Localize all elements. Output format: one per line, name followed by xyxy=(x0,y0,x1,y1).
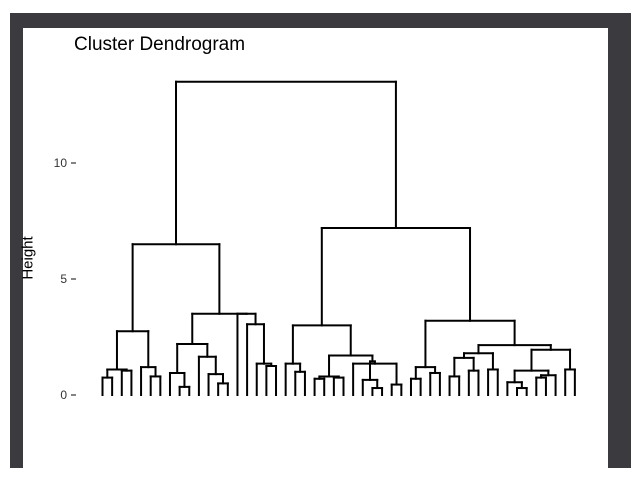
chart-title: Cluster Dendrogram xyxy=(74,34,246,55)
leaf-label: North Carolina xyxy=(137,399,148,462)
y-tick-label: 10 xyxy=(54,156,68,170)
leaf-label: Florida xyxy=(194,399,205,429)
leaf-label: Idaho xyxy=(320,400,331,424)
leaf-label: California xyxy=(262,399,273,440)
leaf-label: West Virginia xyxy=(291,399,302,456)
leaf-label: Virginia xyxy=(397,399,408,431)
y-tick-label: 5 xyxy=(60,272,67,286)
y-tick-label: 0 xyxy=(60,388,67,402)
leaf-label: Iowa xyxy=(378,399,389,420)
leaf-label: New Jersey xyxy=(455,400,466,450)
leaf-label: Connecticut xyxy=(464,400,475,451)
leaf-label: Wisconsin xyxy=(358,400,369,444)
leaf-label: Kentucky xyxy=(426,400,437,440)
leaf-label: New Mexico xyxy=(233,400,244,452)
leaf-label: Oklahoma xyxy=(513,399,524,443)
leaf-label: Vermont xyxy=(310,400,321,436)
leaf-label: Indiana xyxy=(522,399,533,431)
leaf-label: Pennsylvania xyxy=(551,399,562,457)
leaf-label: Delaware xyxy=(435,400,446,441)
leaf-label: New Hampshire xyxy=(387,400,398,468)
leaf-label: Utah xyxy=(570,400,581,420)
leaf-label: Rhode Island xyxy=(474,400,485,457)
leaf-label: Arizona xyxy=(204,399,215,432)
leaf-label: Texas xyxy=(165,400,176,425)
leaf-label: Wyoming xyxy=(406,400,417,440)
leaf-label: Ohio xyxy=(541,400,552,420)
leaf-label: Mississippi xyxy=(146,400,157,446)
leaf-label: Illinois xyxy=(175,400,186,427)
leaf-label: Massachusetts xyxy=(445,400,456,464)
leaf-label: Louisiana xyxy=(108,399,119,441)
leaf-label: Alabama xyxy=(98,399,109,438)
leaf-label: Arkansas xyxy=(416,400,427,440)
leaf-label: Montana xyxy=(329,399,340,437)
leaf-label: Michigan xyxy=(214,400,225,438)
leaf-label: Nebraska xyxy=(339,399,350,441)
leaf-label: South Carolina xyxy=(156,399,167,463)
leaf-label: Tennessee xyxy=(127,400,138,446)
leaf-label: Nevada xyxy=(272,399,283,433)
leaf-label: Georgia xyxy=(117,399,128,434)
leaf-label: Kansas xyxy=(532,400,543,432)
leaf-label: Colorado xyxy=(252,400,263,439)
leaf-label: Alaska xyxy=(243,399,254,428)
leaf-label: North Dakota xyxy=(300,399,311,456)
leaf-label: Maryland xyxy=(223,400,234,439)
leaf-label: Maine xyxy=(368,400,379,426)
leaf-label: South Dakota xyxy=(281,399,292,458)
leaf-label: Missouri xyxy=(484,400,495,436)
leaf-label: Washington xyxy=(503,400,514,450)
leaf-label: Hawaii xyxy=(561,400,572,429)
leaf-label: New York xyxy=(185,400,196,441)
leaf-label: Minnesota xyxy=(349,399,360,444)
leaf-label: Oregon xyxy=(493,400,504,432)
